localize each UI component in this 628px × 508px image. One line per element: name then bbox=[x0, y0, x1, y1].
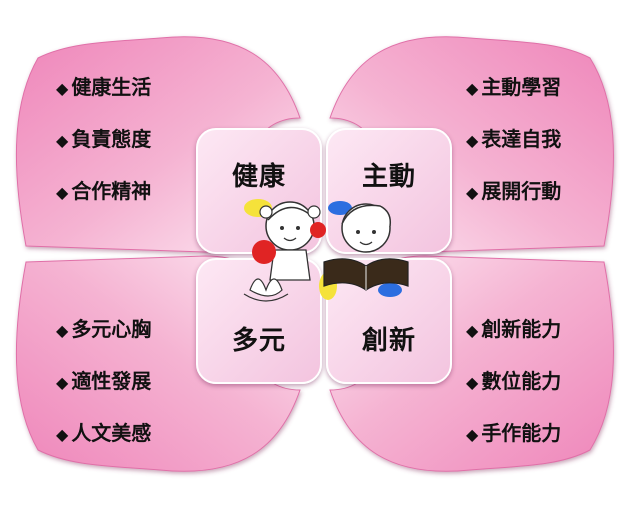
list-item: ◆展開行動 bbox=[466, 176, 561, 206]
tile-label: 多元 bbox=[231, 326, 286, 356]
tile-label: 健康 bbox=[231, 162, 286, 192]
list-item: ◆負責態度 bbox=[56, 124, 151, 154]
item-label: 主動學習 bbox=[481, 75, 562, 99]
diamond-bullet-icon: ◆ bbox=[466, 79, 479, 98]
list-item: ◆適性發展 bbox=[56, 366, 151, 396]
girl-figure-icon bbox=[259, 201, 321, 281]
item-label: 創新能力 bbox=[481, 317, 562, 341]
list-bottom-right: ◆創新能力 ◆數位能力 ◆手作能力 bbox=[466, 314, 561, 448]
list-top-right: ◆主動學習 ◆表達自我 ◆展開行動 bbox=[466, 72, 561, 206]
list-item: ◆多元心胸 bbox=[56, 314, 151, 344]
boy-figure-icon bbox=[341, 203, 392, 253]
red-flower-icon bbox=[252, 222, 326, 264]
tile-label: 創新 bbox=[361, 326, 416, 356]
diamond-bullet-icon: ◆ bbox=[466, 183, 479, 202]
item-label: 多元心胸 bbox=[71, 317, 152, 341]
item-label: 手作能力 bbox=[481, 421, 562, 445]
diamond-bullet-icon: ◆ bbox=[56, 373, 69, 392]
item-label: 適性發展 bbox=[71, 369, 152, 393]
diamond-bullet-icon: ◆ bbox=[466, 321, 479, 340]
item-label: 合作精神 bbox=[71, 179, 152, 203]
list-item: ◆人文美感 bbox=[56, 418, 151, 448]
tile-label: 主動 bbox=[361, 162, 416, 192]
diamond-bullet-icon: ◆ bbox=[466, 373, 479, 392]
diamond-bullet-icon: ◆ bbox=[56, 321, 69, 340]
list-item: ◆手作能力 bbox=[466, 418, 561, 448]
open-book-icon bbox=[323, 258, 409, 291]
list-item: ◆合作精神 bbox=[56, 176, 151, 206]
list-item: ◆主動學習 bbox=[466, 72, 561, 102]
diamond-bullet-icon: ◆ bbox=[466, 131, 479, 150]
item-label: 表達自我 bbox=[481, 127, 562, 151]
diamond-bullet-icon: ◆ bbox=[466, 425, 479, 444]
item-label: 數位能力 bbox=[481, 369, 562, 393]
list-top-left: ◆健康生活 ◆負責態度 ◆合作精神 bbox=[56, 72, 151, 206]
list-item: ◆表達自我 bbox=[466, 124, 561, 154]
blue-swoosh-shape bbox=[328, 201, 352, 215]
diamond-bullet-icon: ◆ bbox=[56, 425, 69, 444]
children-reading-illustration bbox=[243, 199, 409, 302]
list-bottom-left: ◆多元心胸 ◆適性發展 ◆人文美感 bbox=[56, 314, 151, 448]
item-label: 展開行動 bbox=[481, 179, 562, 203]
diamond-bullet-icon: ◆ bbox=[56, 79, 69, 98]
item-label: 負責態度 bbox=[71, 127, 152, 151]
item-label: 人文美感 bbox=[71, 421, 152, 445]
list-item: ◆健康生活 bbox=[56, 72, 151, 102]
list-item: ◆創新能力 bbox=[466, 314, 561, 344]
lotus-flower-icon bbox=[243, 278, 289, 302]
diamond-bullet-icon: ◆ bbox=[56, 131, 69, 150]
item-label: 健康生活 bbox=[71, 75, 152, 99]
list-item: ◆數位能力 bbox=[466, 366, 561, 396]
diamond-bullet-icon: ◆ bbox=[56, 183, 69, 202]
blue-swoosh-shape bbox=[378, 283, 402, 297]
